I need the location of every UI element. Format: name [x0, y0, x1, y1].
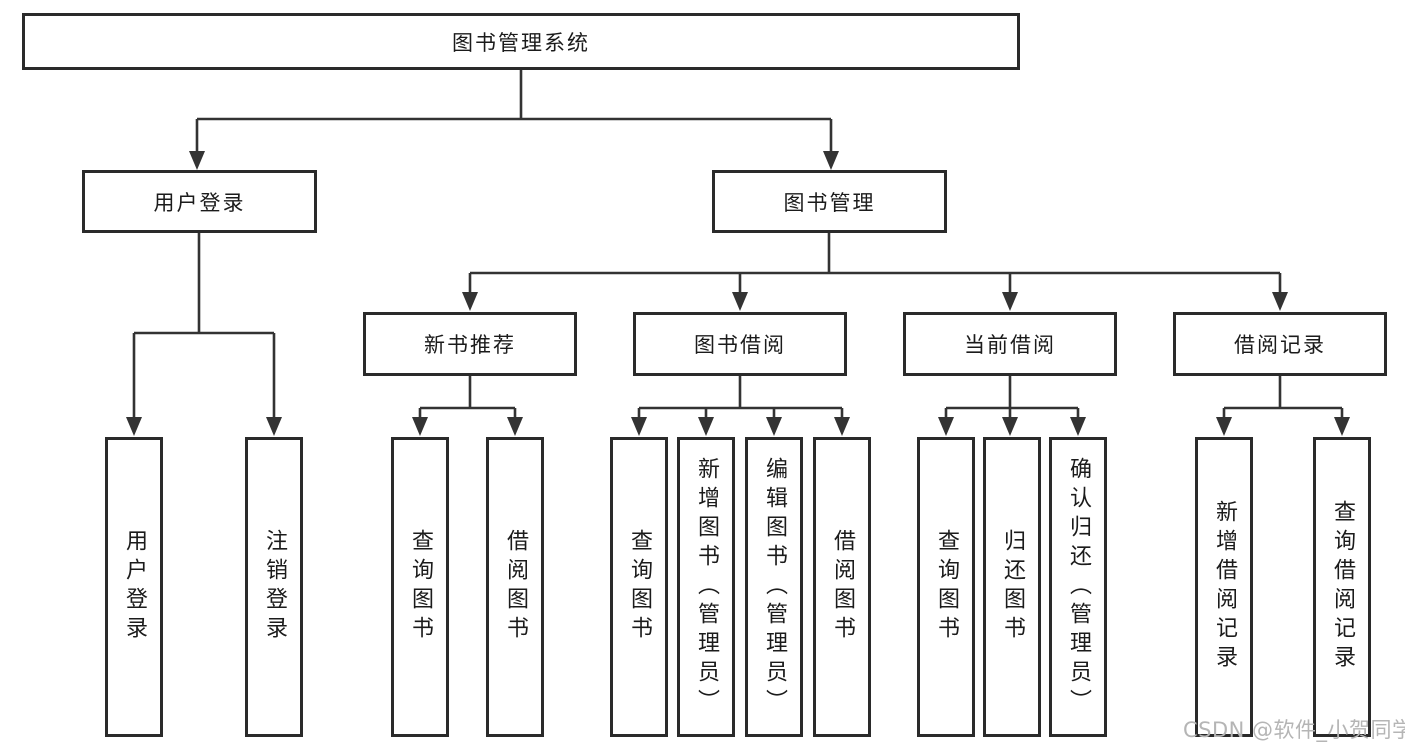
- connector-user-login-to-leaves: [132, 233, 276, 420]
- leaf-query-books-recommend: 查询图书: [391, 437, 449, 737]
- leaf-query-borrow-record-label: 查询借阅记录: [1330, 500, 1355, 674]
- leaf-edit-book-admin-label: 编辑图书（管理员）: [762, 456, 787, 718]
- connector-book-borrow-to-leaves: [637, 376, 844, 421]
- node-borrow-records: 借阅记录: [1173, 312, 1387, 376]
- leaf-user-login: 用户登录: [105, 437, 163, 737]
- node-new-book-recommend-label: 新书推荐: [424, 333, 516, 357]
- arrowheads: [126, 151, 1350, 436]
- leaf-query-books-current-label: 查询图书: [934, 529, 959, 645]
- node-root: 图书管理系统: [22, 13, 1020, 70]
- leaf-add-borrow-record-label: 新增借阅记录: [1212, 500, 1237, 674]
- node-book-borrow-label: 图书借阅: [694, 333, 786, 357]
- leaf-query-books-borrow-label: 查询图书: [627, 529, 652, 645]
- node-user-login: 用户登录: [82, 170, 317, 233]
- leaf-add-book-admin-label: 新增图书（管理员）: [694, 456, 719, 718]
- leaf-confirm-return-admin: 确认归还（管理员）: [1049, 437, 1107, 737]
- connector-current-borrow-to-leaves: [944, 376, 1080, 421]
- leaf-return-book: 归还图书: [983, 437, 1041, 737]
- leaf-add-borrow-record: 新增借阅记录: [1195, 437, 1253, 737]
- leaf-borrow-book-recommend: 借阅图书: [486, 437, 544, 737]
- connector-book-management-to-level3: [468, 233, 1282, 296]
- node-book-borrow: 图书借阅: [633, 312, 847, 376]
- leaf-borrow-book-recommend-label: 借阅图书: [503, 529, 528, 645]
- leaf-user-login-label: 用户登录: [122, 529, 147, 645]
- leaf-confirm-return-admin-label: 确认归还（管理员）: [1066, 456, 1091, 718]
- leaf-query-books-borrow: 查询图书: [610, 437, 668, 737]
- node-current-borrow: 当前借阅: [903, 312, 1117, 376]
- node-root-label: 图书管理系统: [452, 30, 590, 55]
- leaf-add-book-admin: 新增图书（管理员）: [677, 437, 735, 737]
- leaf-query-borrow-record: 查询借阅记录: [1313, 437, 1371, 737]
- node-borrow-records-label: 借阅记录: [1234, 333, 1326, 357]
- leaf-return-book-label: 归还图书: [1000, 529, 1025, 645]
- node-current-borrow-label: 当前借阅: [964, 333, 1056, 357]
- leaf-query-books-current: 查询图书: [917, 437, 975, 737]
- csdn-watermark: CSDN @软件_小贺同学: [1183, 718, 1405, 742]
- leaf-borrow-book: 借阅图书: [813, 437, 871, 737]
- leaf-logout: 注销登录: [245, 437, 303, 737]
- node-book-management: 图书管理: [712, 170, 947, 233]
- leaf-edit-book-admin: 编辑图书（管理员）: [745, 437, 803, 737]
- connector-new-book-recommend-to-leaves: [418, 376, 517, 421]
- node-book-management-label: 图书管理: [783, 190, 876, 215]
- node-new-book-recommend: 新书推荐: [363, 312, 577, 376]
- leaf-borrow-book-label: 借阅图书: [830, 529, 855, 645]
- connector-borrow-records-to-leaves: [1222, 376, 1344, 421]
- leaf-logout-label: 注销登录: [262, 529, 287, 645]
- connector-root-to-level2: [195, 70, 833, 155]
- leaf-query-books-recommend-label: 查询图书: [408, 529, 433, 645]
- node-user-login-label: 用户登录: [153, 190, 246, 215]
